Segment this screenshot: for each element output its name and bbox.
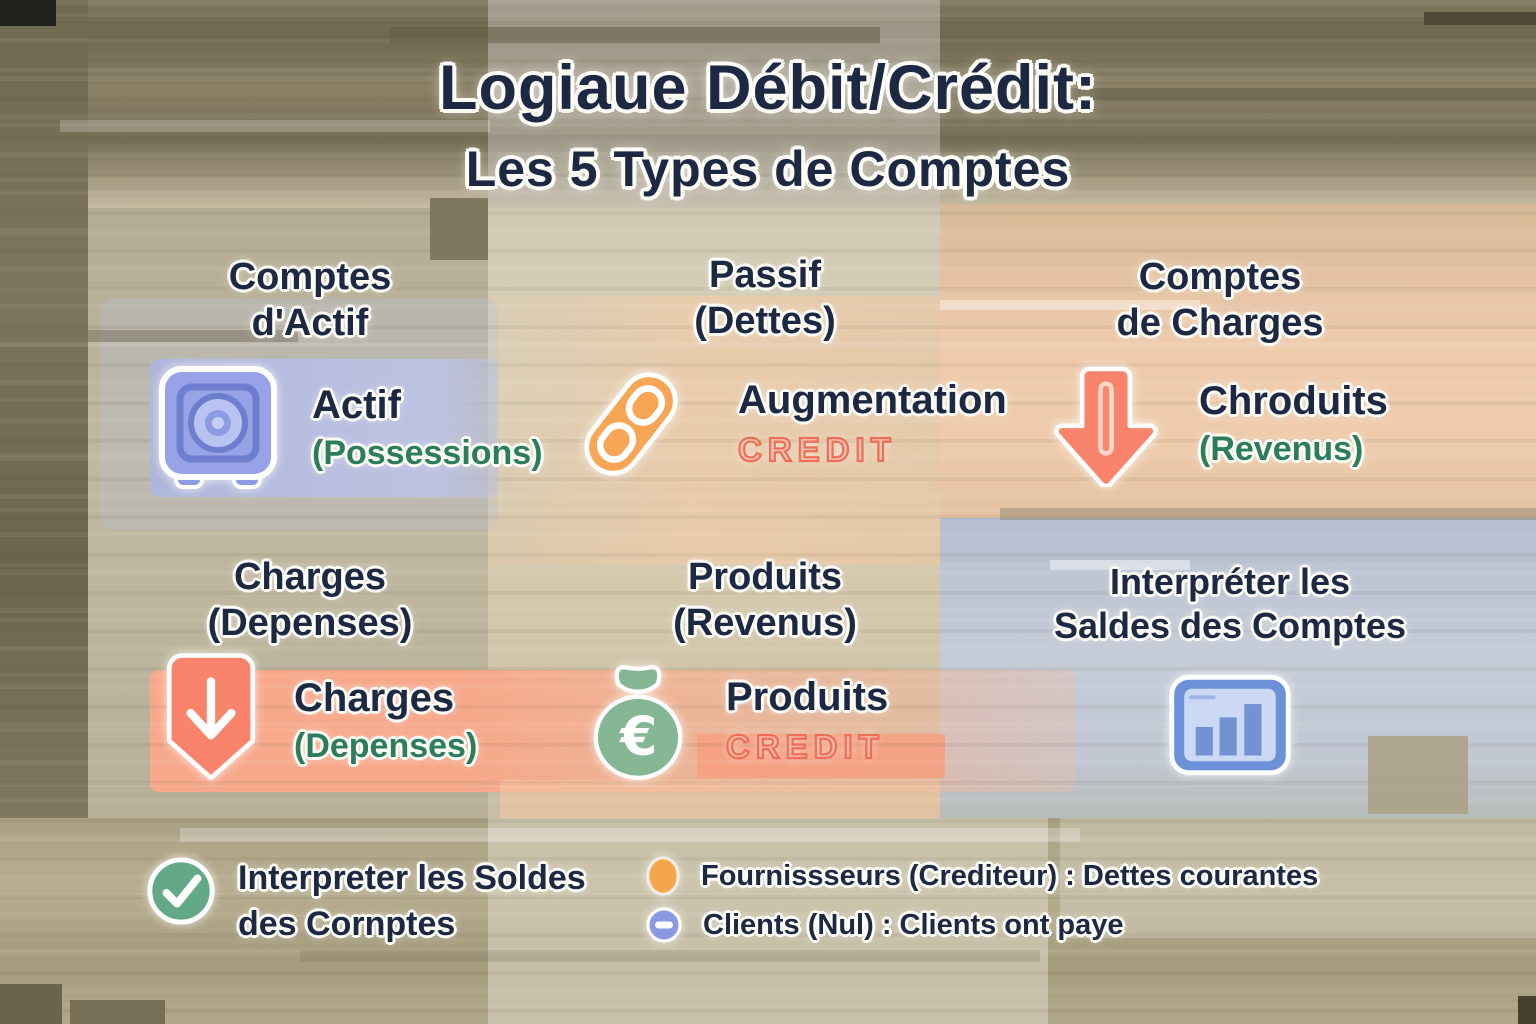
section-passif: Passif (Dettes) Augmentation CREDIT — [560, 252, 1007, 489]
header-line1: Passif — [709, 254, 821, 296]
bullet-item-fournisseurs: Fournissseurs (Crediteur) : Dettes coura… — [645, 856, 1318, 896]
account-label: Augmentation — [738, 378, 1007, 423]
footer-check-line2: des Cornptes — [238, 904, 456, 943]
footer-check-line1: Interpreter les Soldes — [238, 859, 586, 897]
chain-link-icon — [570, 359, 692, 489]
title-line-2: Les 5 Types de Comptes — [465, 141, 1071, 197]
background-streak — [180, 828, 1080, 842]
minus-circle-icon — [645, 906, 683, 944]
header-line2: (Revenus) — [673, 602, 857, 645]
header-line1: Comptes — [1138, 256, 1302, 298]
header-line1: Interpréter les — [1109, 561, 1351, 602]
section-interpreter-saldes: Interpréter les Saldes des Comptes — [1005, 560, 1455, 778]
background-streak — [390, 27, 880, 43]
bar-chart-icon — [1168, 672, 1292, 778]
account-sublabel: (Possessions) — [312, 433, 543, 472]
section-header: Charges (Depenses) — [110, 554, 510, 647]
account-label: Actif — [312, 382, 401, 427]
section-comptes-de-charges: Comptes de Charges Chroduits (Revenus) — [1015, 254, 1425, 489]
background-streak — [697, 734, 945, 778]
background-block — [430, 198, 488, 260]
background-corner-block — [1518, 996, 1536, 1024]
background-streak — [940, 300, 1200, 310]
header-line2: de Charges — [1116, 302, 1324, 345]
background-streak — [300, 950, 1040, 962]
labels: Produits CREDIT — [725, 675, 889, 766]
bullet-item-clients: Clients (Nul) : Clients ont paye — [645, 905, 1318, 945]
header-line1: Charges — [233, 556, 387, 598]
footer-check-item: Interpreter les Soldes des Cornptes — [146, 856, 586, 947]
charges-card: Charges (Depenses) — [150, 652, 498, 781]
produits-row: € Produits CREDIT — [560, 655, 970, 787]
labels: Actif (Possessions) — [312, 383, 543, 473]
safe-icon — [158, 365, 278, 491]
account-sublabel-credit: CREDIT — [737, 430, 897, 469]
section-charges: Charges (Depenses) Charges (Depenses) — [110, 554, 510, 781]
background-streak — [1424, 12, 1536, 25]
section-header: Interpréter les Saldes des Comptes — [1005, 560, 1455, 648]
title-line-1: Logiaue Débit/Crédit: — [438, 53, 1097, 123]
actif-card: Actif (Possessions) — [150, 358, 543, 497]
background-block — [70, 1000, 165, 1024]
section-comptes-actif: Comptes d'Actif Actif (Possessions) — [110, 254, 543, 497]
background-band — [488, 818, 1048, 1024]
background-corner-block — [0, 0, 56, 26]
shield-arrow-down-icon — [160, 646, 262, 782]
svg-text:€: € — [618, 704, 657, 767]
background-streak — [1000, 508, 1536, 520]
labels: Chroduits (Revenus) — [1199, 379, 1388, 469]
background-block — [0, 984, 62, 1024]
check-circle-icon — [146, 856, 216, 926]
orange-dot-icon — [645, 856, 681, 896]
chart-icon-wrap — [1005, 672, 1455, 778]
background-streak — [1050, 560, 1190, 570]
footer-check-text: Interpreter les Soldes des Cornptes — [238, 856, 586, 947]
background-band — [1060, 818, 1536, 938]
account-sublabel: (Revenus) — [1199, 429, 1364, 468]
section-header: Comptes de Charges — [1015, 254, 1425, 347]
background-streak — [88, 330, 298, 342]
header-line1: Produits — [687, 556, 843, 598]
account-label: Charges — [294, 675, 455, 720]
account-sublabel: (Depenses) — [294, 726, 478, 765]
header-line2: d'Actif — [251, 302, 369, 345]
background-streak — [500, 780, 940, 822]
arrow-down-icon — [1051, 361, 1161, 489]
section-header: Produits (Revenus) — [560, 554, 970, 647]
section-header: Passif (Dettes) — [560, 252, 970, 345]
labels: Augmentation CREDIT — [737, 378, 1007, 469]
header-line2: Saldes des Comptes — [1053, 604, 1407, 646]
section-produits: Produits (Revenus) € Produits CREDIT — [560, 554, 970, 787]
background-streak — [940, 88, 1536, 100]
bullet-text: Clients (Nul) : Clients ont paye — [703, 908, 1124, 941]
money-bag-icon: € — [582, 655, 694, 787]
background-streak — [60, 120, 490, 132]
header-line2: (Depenses) — [207, 602, 413, 645]
background-band — [488, 296, 940, 564]
background-band — [940, 205, 1536, 523]
account-label: Chroduits — [1199, 378, 1388, 423]
account-label: Produits — [726, 675, 889, 720]
header-line2: (Dettes) — [694, 300, 836, 343]
labels: Charges (Depenses) — [294, 676, 477, 766]
bullet-text: Fournissseurs (Crediteur) : Dettes coura… — [701, 859, 1319, 892]
account-sublabel-credit: CREDIT — [725, 727, 885, 766]
footer-bullets: Fournissseurs (Crediteur) : Dettes coura… — [645, 856, 1318, 954]
passif-row: Augmentation CREDIT — [560, 359, 1007, 489]
header-line1: Comptes — [228, 256, 392, 298]
section-header: Comptes d'Actif — [110, 254, 510, 347]
charges-row: Chroduits (Revenus) — [1015, 361, 1425, 489]
background-block — [1368, 736, 1468, 814]
title: Logiaue Débit/Crédit: Les 5 Types de Com… — [0, 52, 1536, 198]
